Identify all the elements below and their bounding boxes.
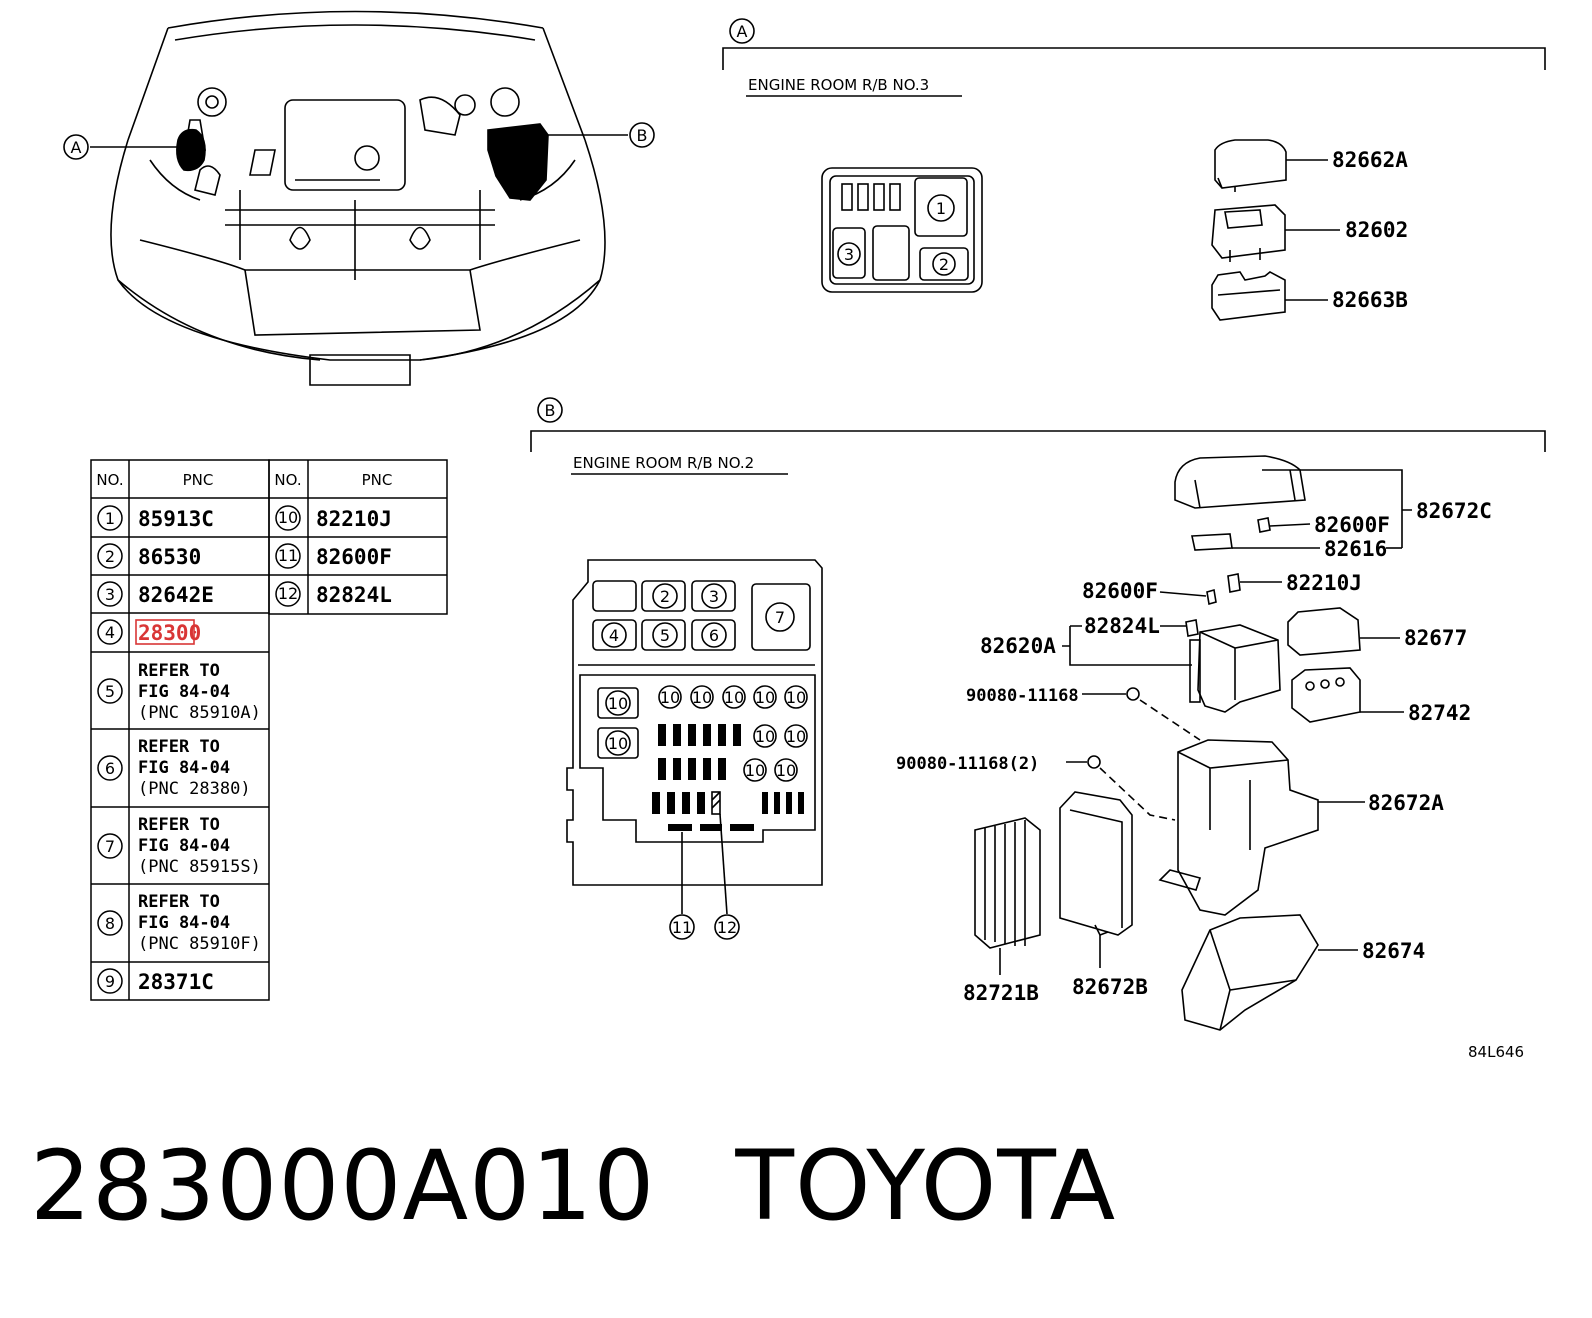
- rb2-slot-2: 2: [660, 587, 670, 606]
- rb2-part-82721b: 82721B: [963, 981, 1039, 1005]
- rb2-part-82672b: 82672B: [1072, 975, 1148, 999]
- rb2-slot-10e: 10: [724, 688, 744, 707]
- rb2-part-82210j: 82210J: [1286, 571, 1362, 595]
- rb2-slot-7: 7: [775, 608, 785, 627]
- row-pnc-6-line1: REFER TO: [138, 737, 220, 757]
- engine-callout-b: B: [637, 126, 648, 145]
- rb2-slot-10c: 10: [660, 688, 680, 707]
- row-pnc-12: 82824L: [316, 583, 392, 607]
- row-no-9: 9: [105, 972, 115, 991]
- row-no-12: 12: [278, 584, 298, 603]
- section-b-title: ENGINE ROOM R/B NO.2: [573, 454, 754, 472]
- table-header-no: NO.: [96, 471, 123, 489]
- section-a-marker: A: [737, 22, 748, 41]
- row-pnc-9: 28371C: [138, 970, 214, 994]
- rb2-slot-3: 3: [709, 587, 719, 606]
- rb2-part-82672c: 82672C: [1416, 499, 1492, 523]
- rb2-slot-10f: 10: [755, 688, 775, 707]
- rb2-slot-10k: 10: [776, 761, 796, 780]
- row-no-10: 10: [278, 508, 298, 527]
- row-pnc-5-line2: FIG 84-04: [138, 682, 230, 702]
- row-no-1: 1: [105, 509, 115, 528]
- row-pnc-7-line2: FIG 84-04: [138, 836, 230, 856]
- row-pnc-8-line1: REFER TO: [138, 892, 220, 912]
- rb2-slot-11: 11: [672, 918, 692, 937]
- row-pnc-8-line2: FIG 84-04: [138, 913, 230, 933]
- section-a-title: ENGINE ROOM R/B NO.3: [748, 76, 929, 94]
- rb2-part-82677: 82677: [1404, 626, 1467, 650]
- row-pnc-7-line3: (PNC 85915S): [138, 857, 261, 877]
- rb2-slot-10d: 10: [692, 688, 712, 707]
- row-pnc-2: 86530: [138, 545, 201, 569]
- row-no-6: 6: [105, 759, 115, 778]
- section-b: B ENGINE ROOM R/B NO.2 2 3 4 5 6 7 10 10: [530, 397, 1546, 1031]
- row-no-2: 2: [105, 547, 115, 566]
- rb2-slot-6: 6: [709, 626, 719, 645]
- row-pnc-5-line3: (PNC 85910A): [138, 703, 261, 723]
- rb2-slot-10h: 10: [755, 727, 775, 746]
- caption-part-number: 283000A010: [30, 1130, 656, 1242]
- row-pnc-1: 85913C: [138, 507, 214, 531]
- rb2-part-82672a: 82672A: [1368, 791, 1444, 815]
- rb2-part-82600f-a: 82600F: [1314, 513, 1390, 537]
- figure-code: 84L646: [1468, 1043, 1524, 1061]
- rb3-slot-3: 3: [844, 245, 854, 264]
- parts-table: NO. PNC NO. PNC 1 85913C 2 86530 3 82642…: [90, 459, 448, 1001]
- row-pnc-4[interactable]: 28300: [138, 621, 201, 645]
- rb2-slot-10b: 10: [608, 734, 628, 753]
- rb2-part-82616: 82616: [1324, 537, 1387, 561]
- row-pnc-11: 82600F: [316, 545, 392, 569]
- rb3-slot-2: 2: [939, 255, 949, 274]
- section-a: A ENGINE ROOM R/B NO.3 1 3 2 82662A 826: [722, 18, 1546, 321]
- rb2-slot-10i: 10: [786, 727, 806, 746]
- rb3-slot-1: 1: [936, 199, 946, 218]
- rb2-part-90080-11168: 90080-11168: [966, 686, 1079, 706]
- row-no-3: 3: [105, 585, 115, 604]
- engine-bay-illustration: A B: [63, 10, 655, 386]
- rb2-part-82674: 82674: [1362, 939, 1425, 963]
- rb2-part-82742: 82742: [1408, 701, 1471, 725]
- row-no-8: 8: [105, 914, 115, 933]
- caption-brand: TOYOTA: [735, 1130, 1117, 1242]
- rb2-slot-4: 4: [609, 626, 619, 645]
- rb2-slot-10a: 10: [608, 694, 628, 713]
- rb2-slot-5: 5: [660, 626, 670, 645]
- rb3-part-82662a: 82662A: [1332, 148, 1408, 172]
- row-no-7: 7: [105, 837, 115, 856]
- rb2-part-82600f-b: 82600F: [1082, 579, 1158, 603]
- row-pnc-6-line3: (PNC 28380): [138, 779, 251, 799]
- engine-callout-a: A: [71, 138, 82, 157]
- rb2-part-90080-11168-2: 90080-11168(2): [896, 754, 1039, 774]
- row-pnc-3: 82642E: [138, 583, 214, 607]
- table-header-pnc-right: PNC: [362, 471, 393, 489]
- rb2-part-82620a: 82620A: [980, 634, 1056, 658]
- rb2-slot-12: 12: [717, 918, 737, 937]
- row-no-4: 4: [105, 623, 115, 642]
- rb2-slot-10j: 10: [745, 761, 765, 780]
- row-pnc-5-line1: REFER TO: [138, 661, 220, 681]
- caption: 283000A010 TOYOTA: [30, 1130, 1196, 1242]
- row-pnc-10: 82210J: [316, 507, 392, 531]
- row-no-5: 5: [105, 682, 115, 701]
- table-header-pnc: PNC: [183, 471, 214, 489]
- table-header-no-right: NO.: [274, 471, 301, 489]
- row-pnc-6-line2: FIG 84-04: [138, 758, 230, 778]
- row-pnc-8-line3: (PNC 85910F): [138, 934, 261, 954]
- row-pnc-7-line1: REFER TO: [138, 815, 220, 835]
- rb3-part-82602: 82602: [1345, 218, 1408, 242]
- row-no-11: 11: [278, 546, 298, 565]
- rb2-part-82824l: 82824L: [1084, 614, 1160, 638]
- rb3-part-82663b: 82663B: [1332, 288, 1408, 312]
- rb2-slot-10g: 10: [786, 688, 806, 707]
- section-b-marker: B: [545, 401, 556, 420]
